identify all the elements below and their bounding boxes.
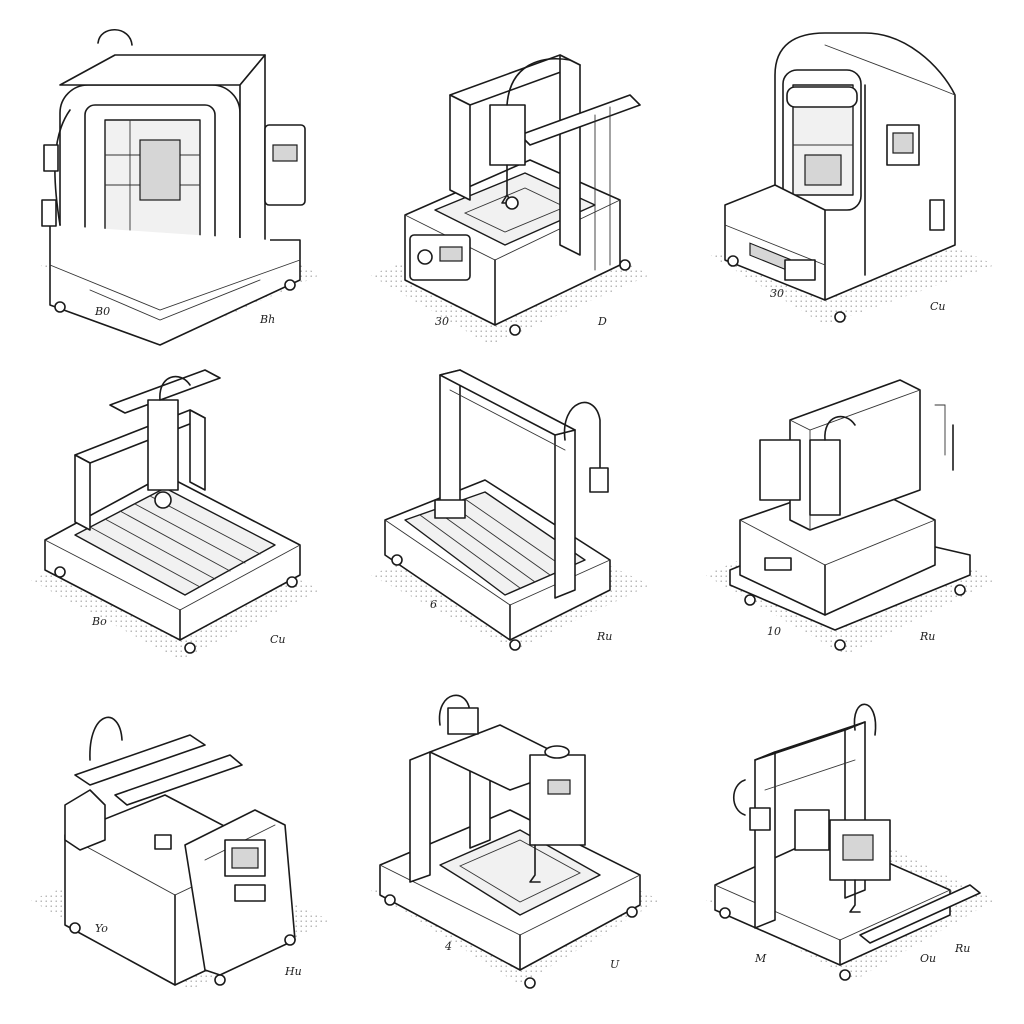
machine-1-label-a: B0 xyxy=(95,305,111,318)
machine-7-label-b: Hu xyxy=(285,965,302,978)
machine-4-label-b: Cu xyxy=(270,633,286,646)
machine-8-drawing: 4 U xyxy=(370,690,670,1000)
machine-9-drawing: M Ou Ru xyxy=(705,690,1005,1000)
machine-2-label-b: D xyxy=(598,315,607,328)
machine-9-label-b: Ou xyxy=(920,952,937,965)
machine-6-label-b: Ru xyxy=(920,630,936,643)
machine-8-label-a: 4 xyxy=(445,940,452,953)
machine-1-label-b: Bh xyxy=(260,313,276,326)
machine-9-label-c: Ru xyxy=(955,942,971,955)
machine-7-drawing: Yo Hu xyxy=(30,700,330,1010)
machine-1-drawing: B0 Bh xyxy=(30,25,330,346)
machine-9-label-a: M xyxy=(755,952,767,965)
machine-7-label-a: Yo xyxy=(95,922,108,935)
machine-6-drawing: 10 Ru xyxy=(705,360,1005,670)
machine-4-drawing: Bo Cu xyxy=(30,360,330,670)
machine-3-label-a: 30 xyxy=(770,287,784,300)
machine-3-drawing: 30 Cu xyxy=(705,25,1005,335)
machine-3-label-b: Cu xyxy=(930,300,946,313)
machine-5-label-a: 6 xyxy=(430,598,437,611)
machine-2-label-a: 30 xyxy=(435,315,449,328)
machine-5-drawing: 6 Ru xyxy=(365,360,665,670)
machine-8-label-b: U xyxy=(610,958,620,971)
machine-4-label-a: Bo xyxy=(92,615,107,628)
machine-6-label-a: 10 xyxy=(767,625,781,638)
machine-2-drawing: 30 D xyxy=(370,25,670,345)
machine-5-label-b: Ru xyxy=(597,630,613,643)
